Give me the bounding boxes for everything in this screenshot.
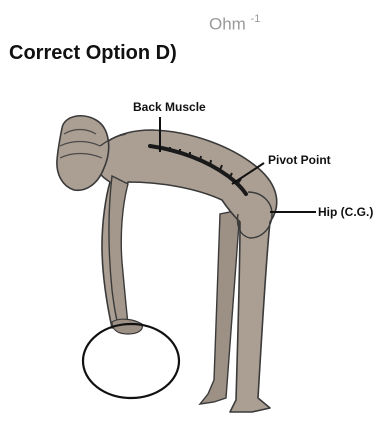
pivot-point-label: Pivot Point: [268, 153, 331, 167]
back-leg: [200, 210, 240, 404]
hip-label: Hip (C.G.): [318, 205, 373, 219]
back-muscle-label: Back Muscle: [133, 100, 206, 114]
load-circle: [83, 324, 179, 398]
